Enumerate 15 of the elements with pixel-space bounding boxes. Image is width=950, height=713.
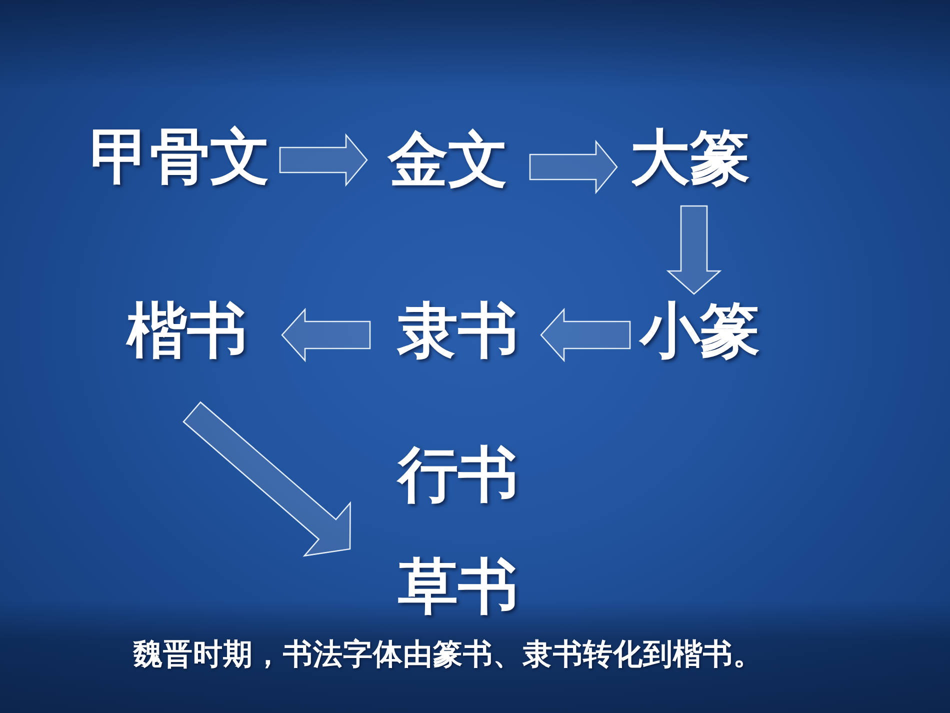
caption: 魏晋时期，书法字体由篆书、隶书转化到楷书。: [133, 637, 763, 671]
node-label: 楷书: [127, 301, 247, 361]
block-arrow: [281, 308, 371, 362]
node-label: 甲骨文: [90, 127, 270, 187]
node-label: 草书: [398, 557, 518, 617]
node-label: 大篆: [630, 128, 750, 188]
block-arrow: [529, 140, 618, 194]
node-label: 行书: [398, 445, 518, 505]
block-arrow: [666, 205, 722, 295]
block-arrow: [182, 401, 351, 557]
block-arrow: [279, 133, 368, 187]
node-label: 隶书: [398, 301, 518, 361]
node-label: 金文: [388, 130, 508, 190]
block-arrow: [540, 308, 631, 362]
node-label: 小篆: [640, 301, 760, 361]
